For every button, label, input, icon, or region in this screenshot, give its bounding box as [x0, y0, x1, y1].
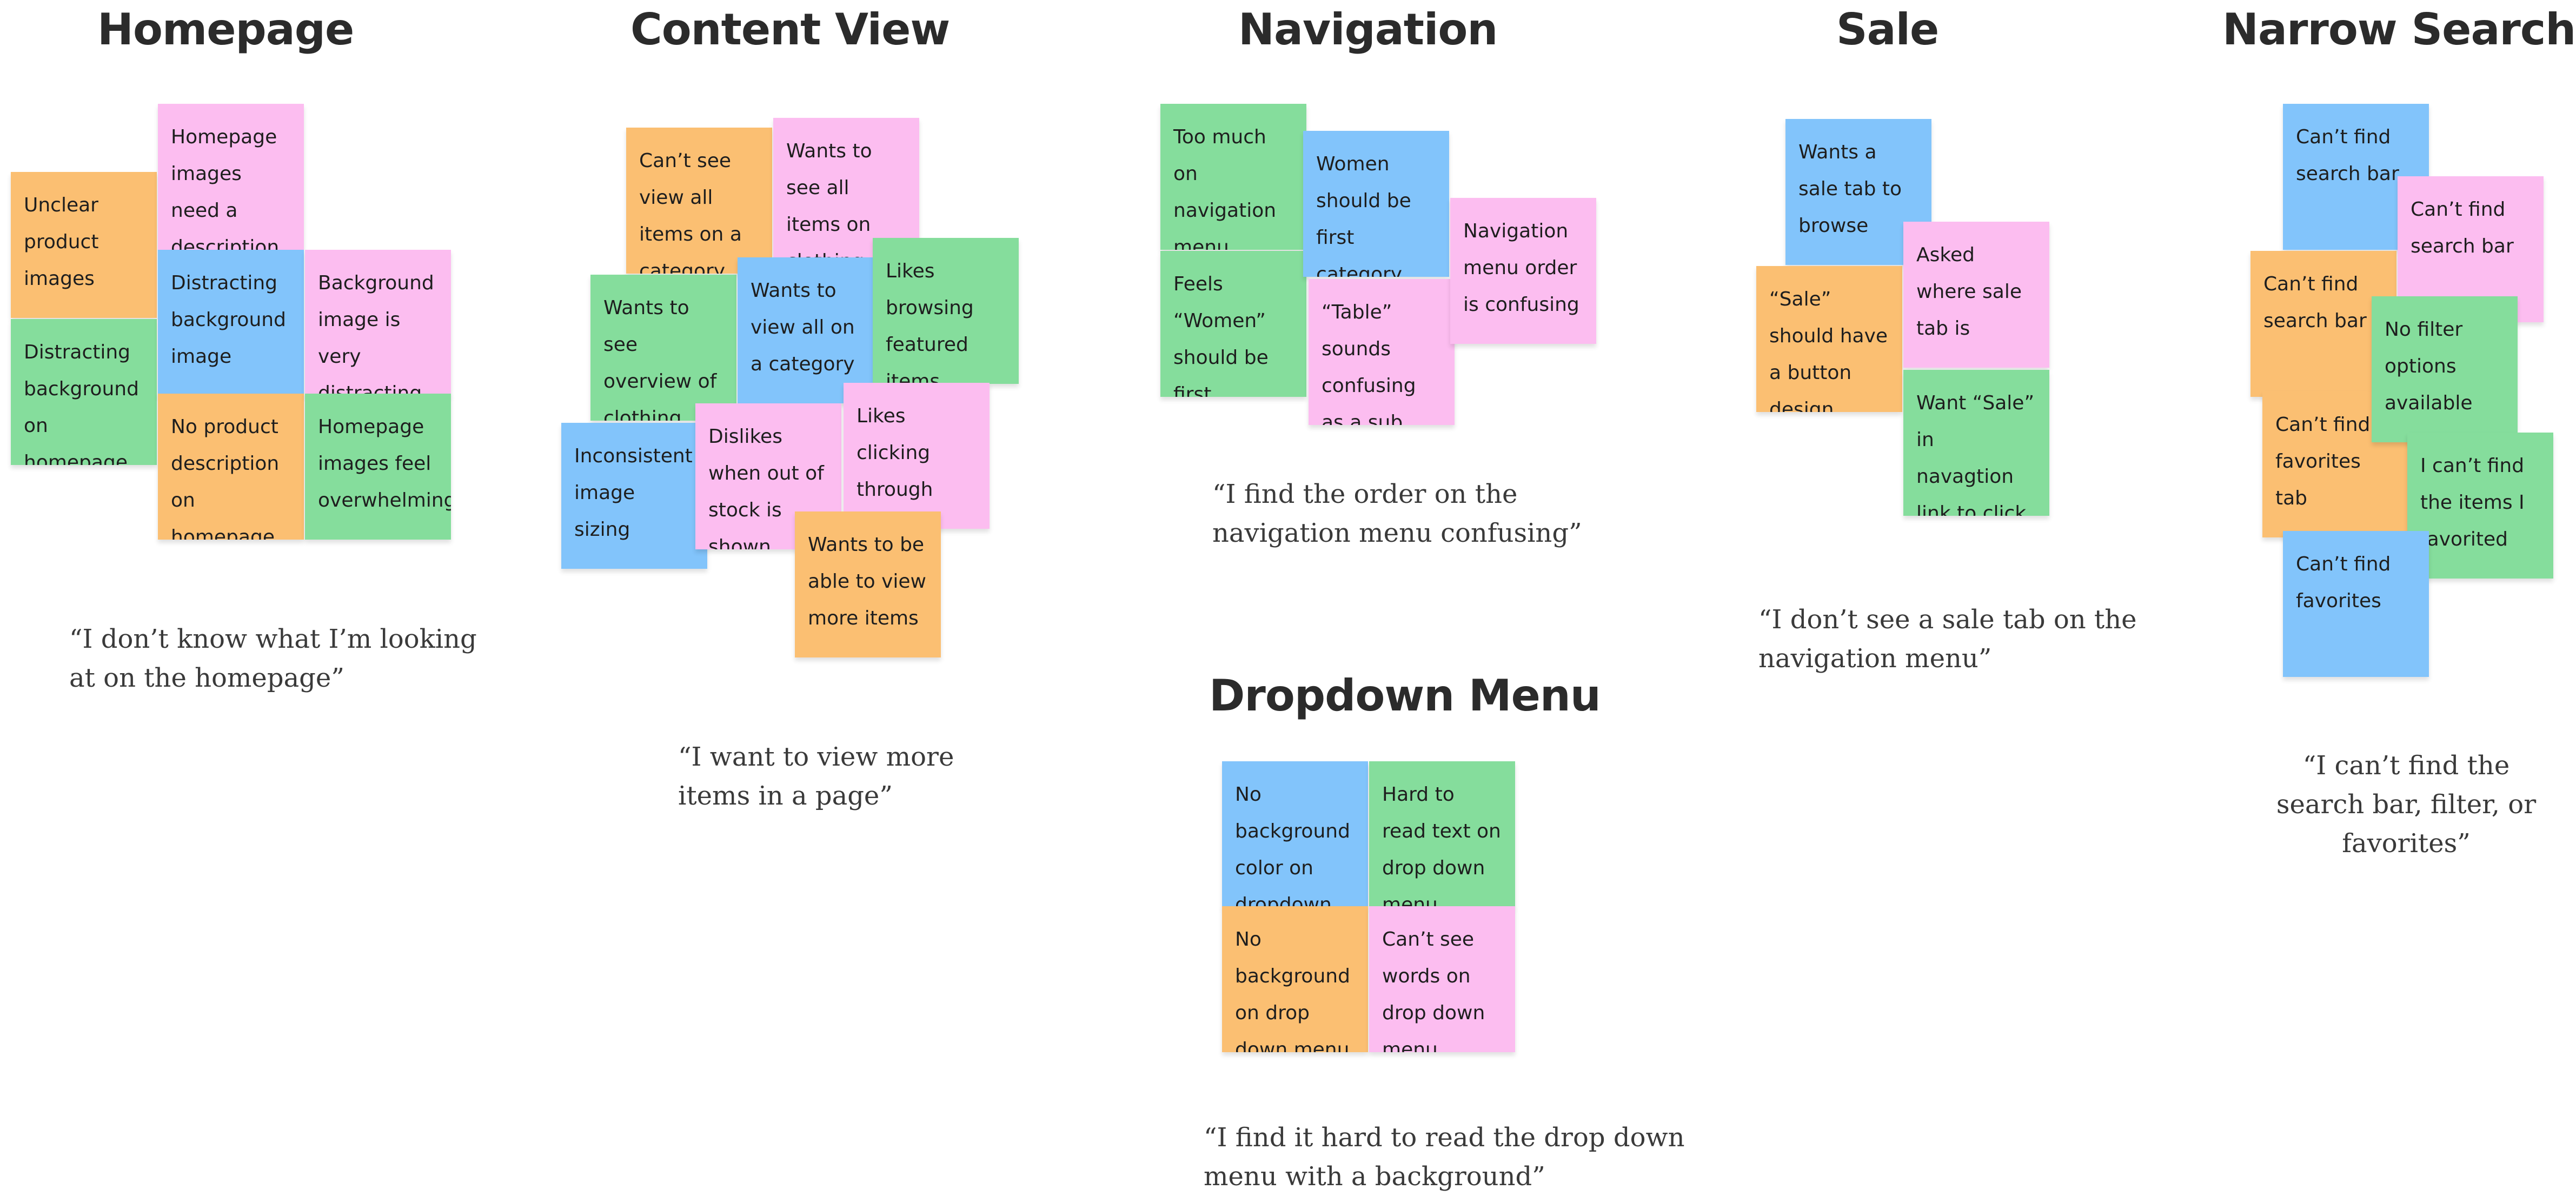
sticky-note[interactable]: Background image is very distracting: [305, 250, 451, 396]
sticky-note[interactable]: No filter options available: [2372, 296, 2518, 442]
quote-line: “I want to view more: [678, 742, 954, 772]
sticky-note[interactable]: Hard to read text on drop down menu: [1369, 761, 1515, 907]
section-title-navigation: Navigation: [1238, 4, 1498, 55]
quote-line: “I can’t find the: [2302, 750, 2510, 781]
sticky-note[interactable]: Homepage images need a description: [158, 104, 304, 250]
sticky-note[interactable]: Navigation menu order is confusing: [1450, 198, 1596, 344]
section-title-sale: Sale: [1836, 4, 1939, 55]
sticky-note[interactable]: I can’t find the items I favorited: [2407, 433, 2553, 579]
quote-line: items in a page”: [678, 781, 893, 811]
sticky-note[interactable]: Wants to see overview of clothing: [590, 275, 736, 421]
quote-dropdown: “I find it hard to read the drop down me…: [1204, 1118, 1684, 1196]
quote-line: at on the homepage”: [69, 663, 344, 693]
quote-line: navigation menu”: [1758, 643, 1992, 674]
quote-line: “I find the order on the: [1212, 479, 1518, 509]
sticky-note[interactable]: Distracting background on homepage: [11, 319, 157, 465]
sticky-note[interactable]: Homepage images feel overwhelming: [305, 394, 451, 540]
sticky-note[interactable]: Likes browsing featured items: [873, 238, 1019, 384]
sticky-note[interactable]: Wants to view all on a category: [738, 257, 884, 403]
sticky-note[interactable]: Inconsistent image sizing: [561, 423, 707, 569]
sticky-note[interactable]: Dislikes when out of stock is shown: [695, 403, 841, 549]
quote-navigation: “I find the order on the navigation menu…: [1212, 475, 1582, 553]
sticky-note[interactable]: Asked where sale tab is: [1903, 222, 2049, 368]
sticky-note[interactable]: Distracting background image: [158, 250, 304, 396]
quote-line: “I don’t see a sale tab on the: [1758, 604, 2137, 635]
section-title-dropdown-menu: Dropdown Menu: [1209, 670, 1601, 721]
quote-line: navigation menu confusing”: [1212, 518, 1582, 548]
quote-line: “I find it hard to read the drop down: [1204, 1122, 1685, 1153]
sticky-note[interactable]: Women should be first category: [1303, 131, 1449, 277]
sticky-note[interactable]: Can’t see words on drop down menu: [1369, 906, 1515, 1052]
sticky-note[interactable]: “Sale” should have a button design: [1756, 266, 1902, 412]
sticky-note[interactable]: Feels “Women” should be first category: [1160, 251, 1306, 397]
sticky-note[interactable]: No background on drop down menu: [1222, 906, 1368, 1052]
sticky-note[interactable]: Can’t see view all items on a category: [626, 128, 772, 274]
quote-content-view: “I want to view more items in a page”: [678, 737, 954, 815]
sticky-note[interactable]: No product description on homepage: [158, 394, 304, 540]
quote-line: search bar, filter, or favorites”: [2276, 789, 2537, 859]
sticky-note[interactable]: Too much on navigation menu: [1160, 104, 1306, 250]
sticky-note[interactable]: “Table” sounds confusing as a sub catego…: [1309, 279, 1455, 425]
sticky-note[interactable]: Unclear product images: [11, 172, 157, 318]
quote-sale: “I don’t see a sale tab on the navigatio…: [1758, 600, 2137, 678]
section-title-homepage: Homepage: [97, 4, 354, 55]
quote-narrow-search: “I can’t find the search bar, filter, or…: [2233, 746, 2576, 863]
section-title-content-view: Content View: [630, 4, 950, 55]
sticky-note[interactable]: Likes clicking through carousel: [844, 383, 990, 529]
section-title-narrow-search: Narrow Search: [2222, 4, 2576, 55]
sticky-note[interactable]: Can’t find favorites: [2283, 531, 2429, 677]
sticky-note[interactable]: Wants to be able to view more items: [795, 511, 941, 657]
quote-line: menu with a background”: [1204, 1161, 1545, 1192]
quote-homepage: “I don’t know what I’m looking at on the…: [69, 620, 477, 697]
sticky-note[interactable]: No background color on dropdown: [1222, 761, 1368, 907]
quote-line: “I don’t know what I’m looking: [69, 624, 477, 654]
sticky-note[interactable]: Want “Sale” in navagtion link to click o…: [1903, 370, 2049, 516]
